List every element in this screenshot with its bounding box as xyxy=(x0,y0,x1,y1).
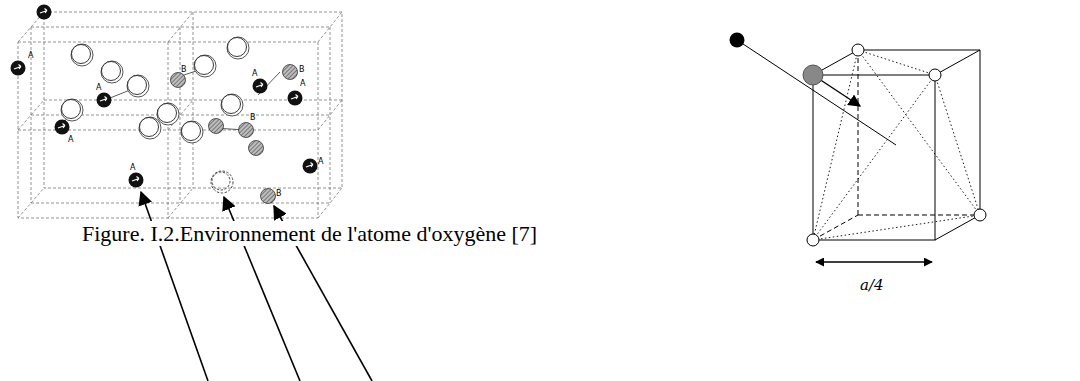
a-site-label: A xyxy=(318,158,323,166)
b-site-label: B xyxy=(181,66,187,74)
dimension-arrow xyxy=(816,262,932,263)
tetrahedron-lines xyxy=(813,50,980,240)
cube-frame xyxy=(813,50,980,240)
a-site-label: A xyxy=(252,70,257,78)
tetrahedral-atoms xyxy=(807,44,986,246)
oxygen-vector xyxy=(730,33,897,146)
b-site-atoms xyxy=(171,65,298,204)
a-site-label: A xyxy=(68,136,73,144)
figure-caption: Figure. I.2.Environnement de l'atome d'o… xyxy=(80,221,539,246)
bond-lines xyxy=(62,68,280,130)
unit-cell-frame xyxy=(18,12,342,218)
a-site-label: A xyxy=(28,52,33,60)
dimension-label: a/4 xyxy=(860,276,884,294)
a-site-label: A xyxy=(130,164,135,172)
b-site-label: B xyxy=(250,114,256,122)
a-site-atoms xyxy=(11,5,318,188)
a-site-label: A xyxy=(300,80,305,88)
b-site-label: B xyxy=(299,66,305,74)
oxygen-atoms xyxy=(61,37,249,193)
a-site-label: A xyxy=(96,84,101,92)
b-site-label: B xyxy=(276,190,282,198)
